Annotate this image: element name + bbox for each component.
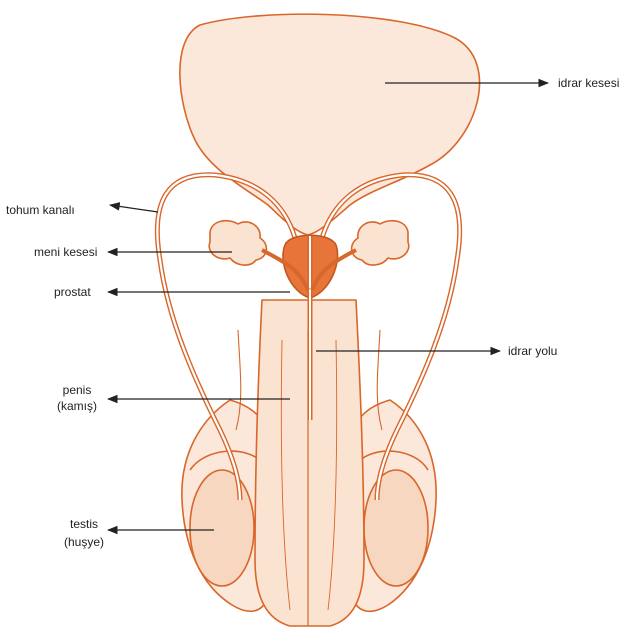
left-testis-shape	[190, 470, 254, 586]
illustration	[157, 14, 479, 626]
label-prostat: prostat	[54, 285, 91, 299]
label-meni-kesesi: meni kesesi	[34, 245, 97, 259]
label-idrar-kesesi: idrar kesesi	[558, 76, 619, 90]
label-idrar-yolu: idrar yolu	[508, 344, 557, 358]
label-kamis: (kamış)	[57, 399, 97, 413]
right-testis-shape	[364, 470, 428, 586]
bladder-shape	[180, 14, 480, 235]
label-tohum-kanali: tohum kanalı	[6, 203, 75, 217]
arrow-tohum-kanali	[110, 205, 158, 212]
label-penis: penis	[63, 383, 92, 397]
left-seminal-vesicle	[209, 221, 266, 265]
label-testis: testis	[70, 517, 98, 531]
right-seminal-vesicle	[352, 221, 409, 265]
label-huşye: (huşye)	[64, 535, 104, 549]
